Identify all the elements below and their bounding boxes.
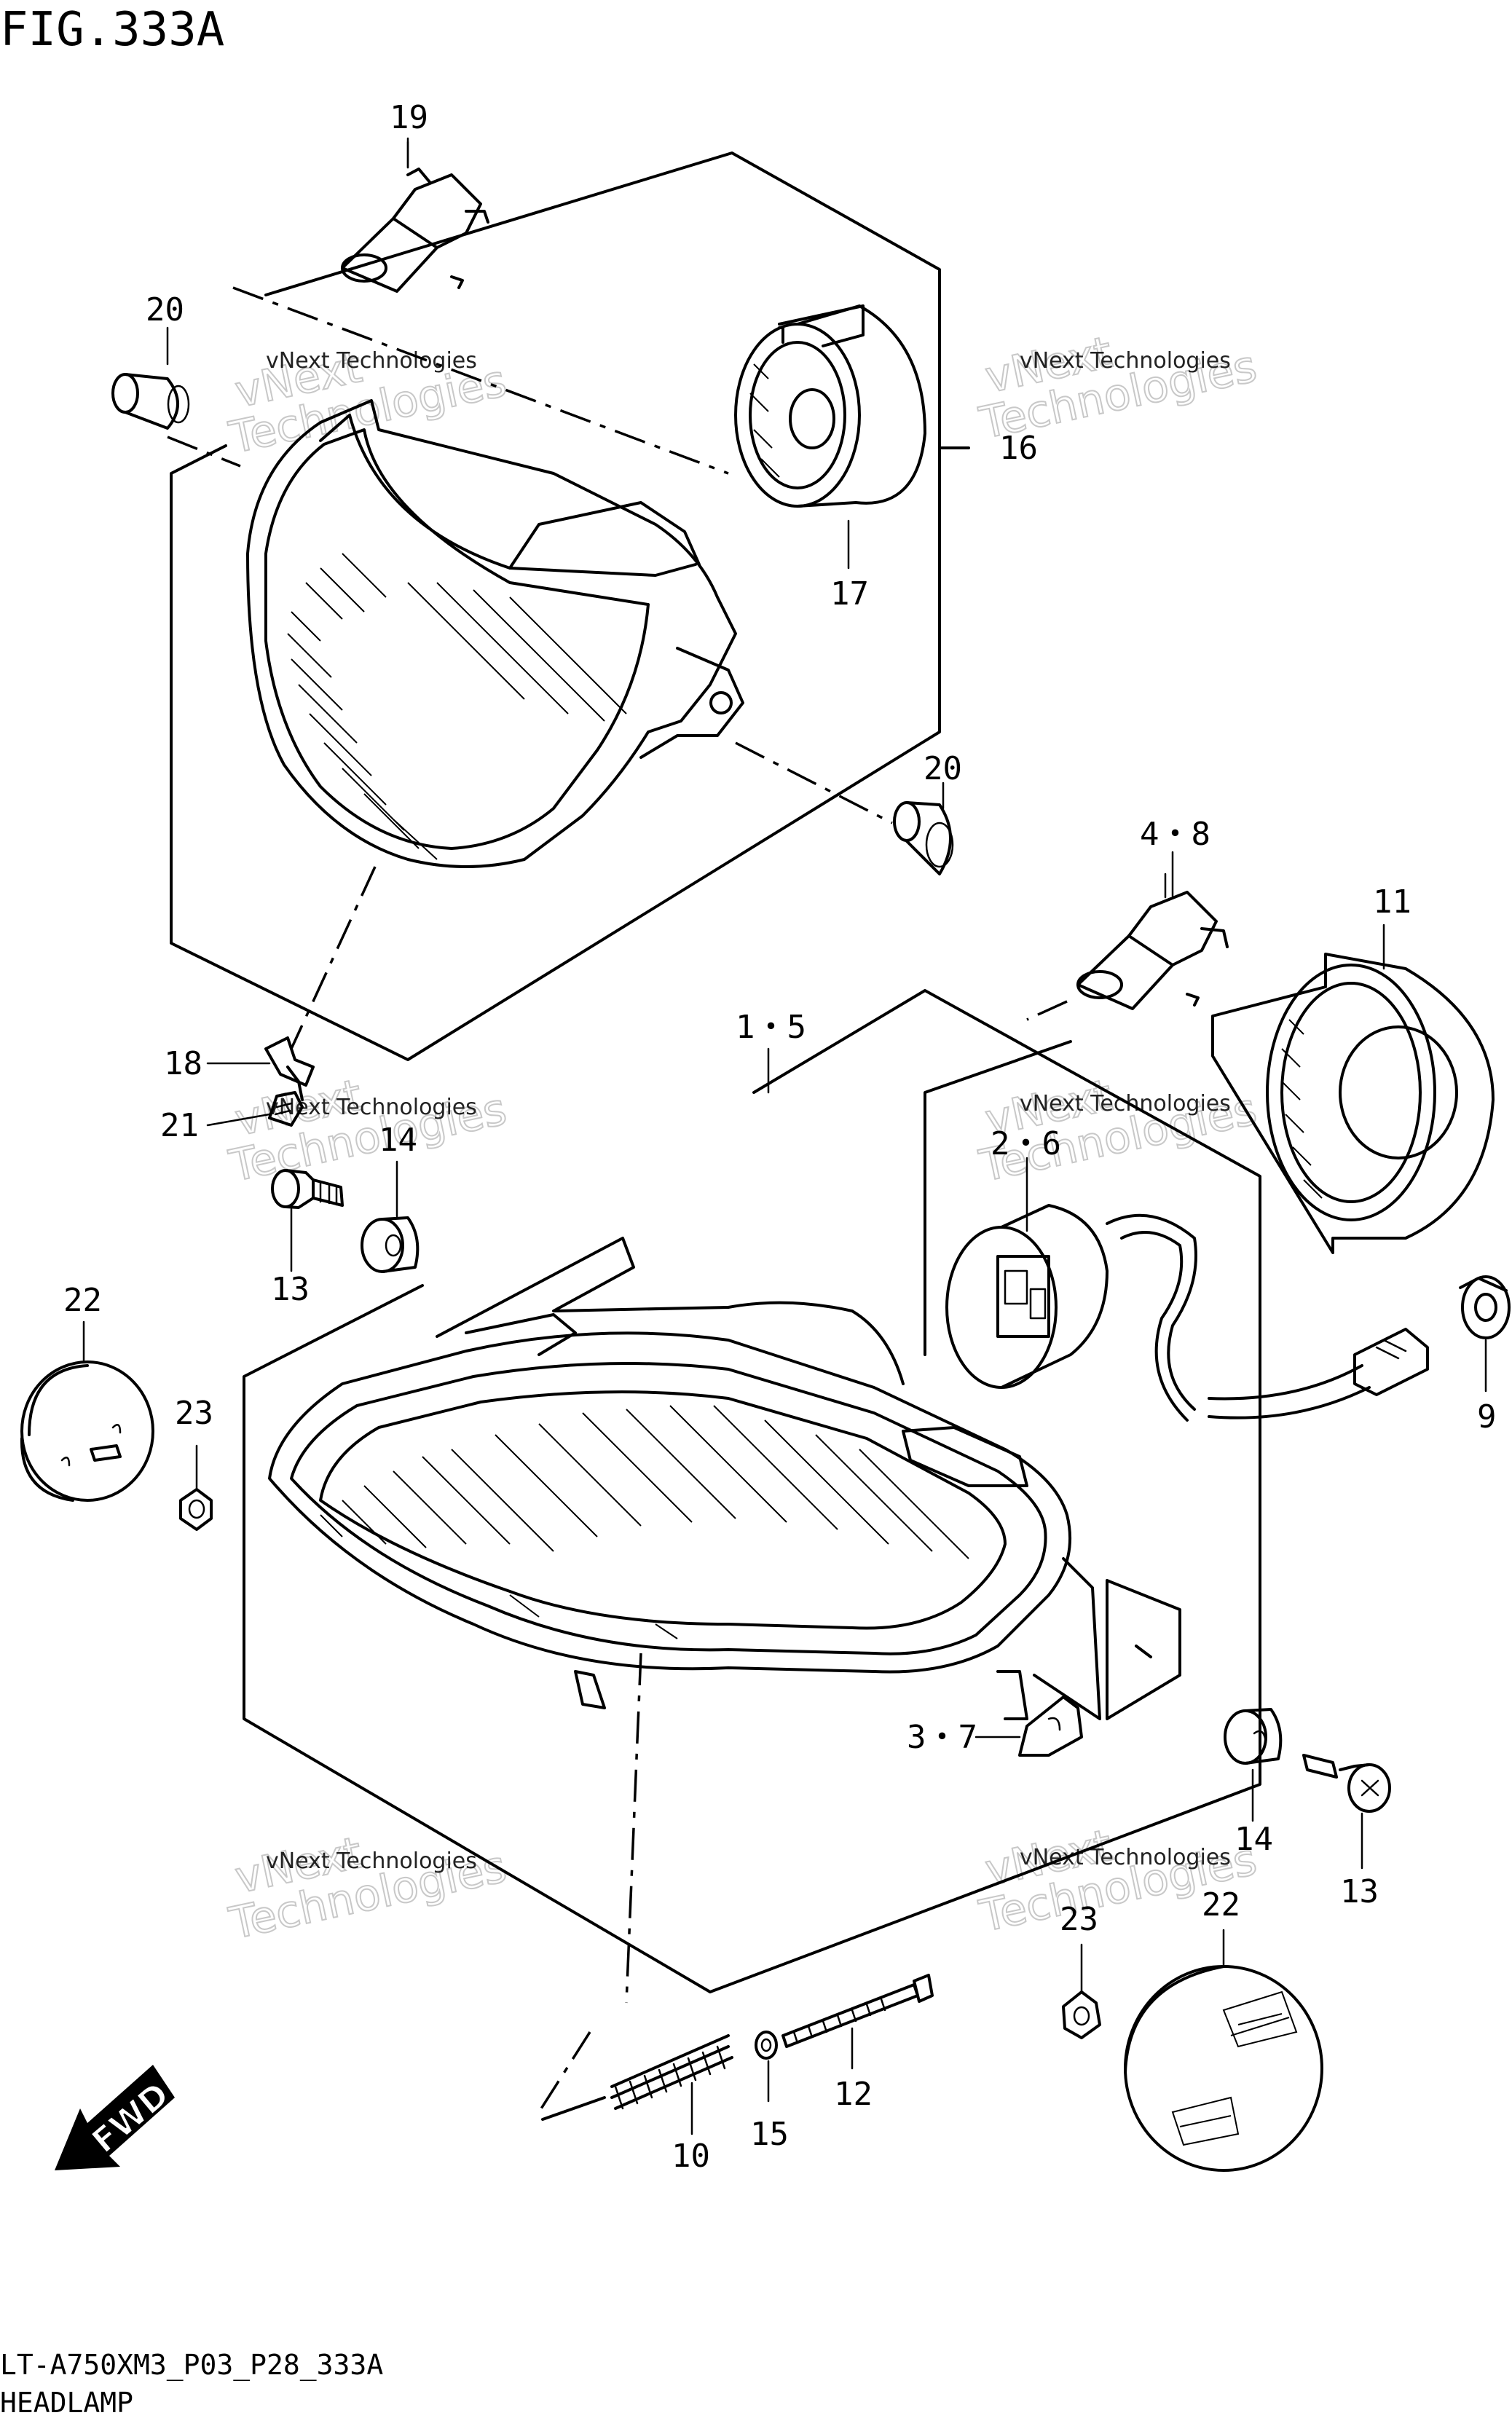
reflector-22-left xyxy=(20,1360,154,1502)
callout-2-6: 2・6 xyxy=(991,1125,1061,1162)
headlamp-bulb-48 xyxy=(1026,873,1229,1021)
watermark: vNext Technologies xyxy=(266,1848,477,1874)
spring-10 xyxy=(610,2034,733,2110)
callout-19: 19 xyxy=(390,99,428,136)
rubber-cover-16 xyxy=(734,304,926,508)
guide-line xyxy=(167,436,241,468)
screw-13-left xyxy=(271,1169,344,1209)
screw-12 xyxy=(781,1974,934,2048)
sleeve-20-top xyxy=(111,373,190,430)
callout-4-8: 4・8 xyxy=(1140,816,1210,853)
callout-23-left: 23 xyxy=(175,1395,213,1432)
callout-13-left: 13 xyxy=(271,1271,310,1308)
socket-harness-26 xyxy=(945,1204,1511,1422)
reflector-22-right xyxy=(1124,1965,1323,2172)
watermark-group: vNext Technologies vNext Technologies vN… xyxy=(224,326,1262,1950)
washer-15 xyxy=(755,2031,778,2060)
callout-1-5: 1・5 xyxy=(736,1009,806,1046)
lower-assembly-frame-inner xyxy=(924,1040,1072,1356)
grommet-14-left xyxy=(361,1216,420,1273)
callout-9: 9 xyxy=(1477,1398,1497,1436)
screw-21 xyxy=(268,1091,304,1127)
nut-23-left xyxy=(179,1488,213,1531)
callout-18: 18 xyxy=(164,1045,202,1082)
figure-caption: HEADLAMP xyxy=(0,2387,133,2418)
sleeve-20-right xyxy=(893,801,954,875)
screw-13-right xyxy=(1302,1754,1391,1813)
callout-15: 15 xyxy=(750,2116,789,2153)
callout-21: 21 xyxy=(160,1107,199,1144)
grommet-14-right xyxy=(1224,1708,1283,1765)
lower-headlamp-housing xyxy=(268,1237,1181,1720)
callout-14-left: 14 xyxy=(379,1122,417,1159)
headlamp-bulb-19 xyxy=(341,141,489,293)
guide-line xyxy=(538,2031,591,2113)
callout-11: 11 xyxy=(1373,883,1411,921)
callout-23-right: 23 xyxy=(1060,1901,1098,1938)
clip-18 xyxy=(264,1036,315,1101)
watermark: vNext Technologies xyxy=(1020,348,1231,374)
forward-direction-arrow: FWD xyxy=(55,2065,177,2170)
watermark: vNext Technologies xyxy=(1020,1845,1231,1870)
lower-assembly-frame xyxy=(243,989,1261,1993)
upper-assembly-frame xyxy=(170,151,941,1061)
callout-20-right: 20 xyxy=(924,750,962,787)
callout-12: 12 xyxy=(834,2076,873,2113)
nut-23-right xyxy=(1062,1990,1101,2039)
guide-line xyxy=(625,1653,642,2004)
guide-line xyxy=(735,741,893,824)
clip-37 xyxy=(1018,1696,1083,1757)
callout-17: 17 xyxy=(830,575,869,613)
upper-headlamp-housing xyxy=(246,399,744,868)
guide-line xyxy=(541,2096,606,2121)
guide-line xyxy=(232,286,729,475)
watermark: vNext Technologies xyxy=(1020,1091,1231,1117)
callout-10: 10 xyxy=(672,2138,710,2175)
watermark: vNext Technologies xyxy=(974,326,1262,450)
callout-16: 16 xyxy=(999,430,1038,467)
callout-22-right: 22 xyxy=(1202,1886,1240,1923)
callout-22-left: 22 xyxy=(63,1282,102,1319)
figure-code: LT-A750XM3_P03_P28_333A xyxy=(0,2349,383,2382)
callout-13-right: 13 xyxy=(1340,1873,1379,1910)
retaining-ring-11 xyxy=(1211,924,1495,1254)
watermark: vNext Technologies xyxy=(224,1827,512,1950)
callout-14-right: 14 xyxy=(1235,1821,1273,1858)
callout-20-top: 20 xyxy=(146,291,184,328)
watermark: vNext Technologies xyxy=(266,348,477,374)
callout-3-7: 3・7 xyxy=(907,1719,977,1756)
figure-title: FIG.333A xyxy=(0,3,224,57)
leader-lines xyxy=(82,137,1487,2135)
